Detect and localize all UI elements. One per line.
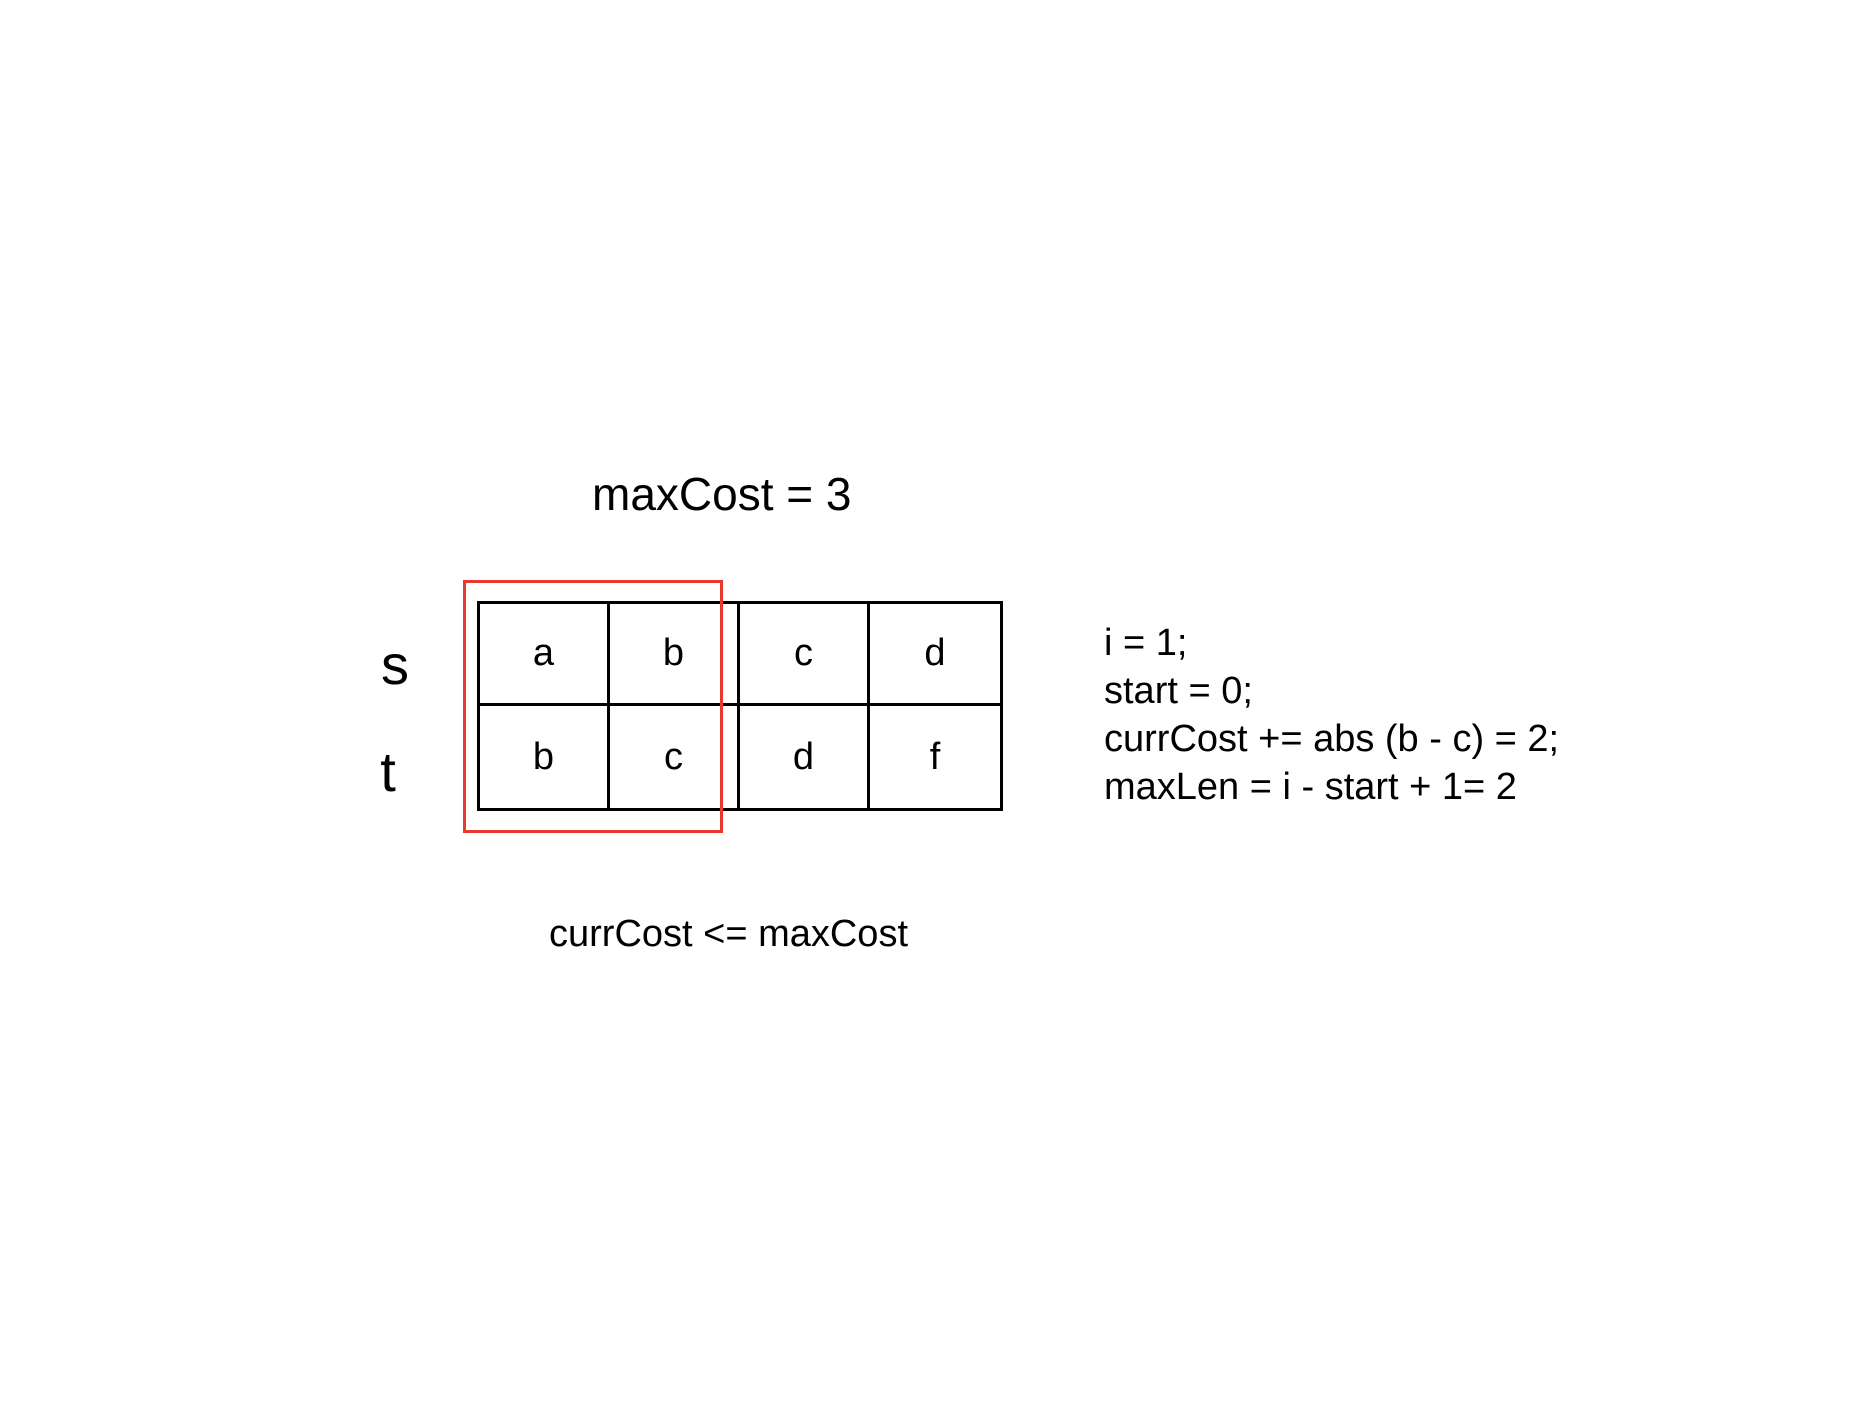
info-line-i: i = 1; [1104,622,1188,664]
cell-t-3: f [929,735,941,778]
row-label-t: t [380,740,396,803]
info-line-maxlen: maxLen = i - start + 1= 2 [1104,766,1517,808]
condition-label: currCost <= maxCost [549,913,908,955]
max-cost-title: maxCost = 3 [592,468,852,520]
cell-t-2: d [740,706,870,808]
cell-s-1: b [610,604,740,706]
row-label-s: s [381,633,409,696]
string-grid: a b c d b c d f [477,601,1003,811]
cell-t-0: b [480,706,610,808]
cell-s-3: d [870,604,1000,706]
info-panel: i = 1; start = 0; currCost += abs (b - c… [1104,619,1559,811]
sliding-window-highlight [463,580,723,833]
cell-s-2: c [740,604,870,706]
info-line-start: start = 0; [1104,670,1253,712]
cell-t-1: c [610,706,740,808]
cell-s-0: a [480,604,610,706]
info-line-currcost: currCost += abs (b - c) = 2; [1104,718,1560,760]
